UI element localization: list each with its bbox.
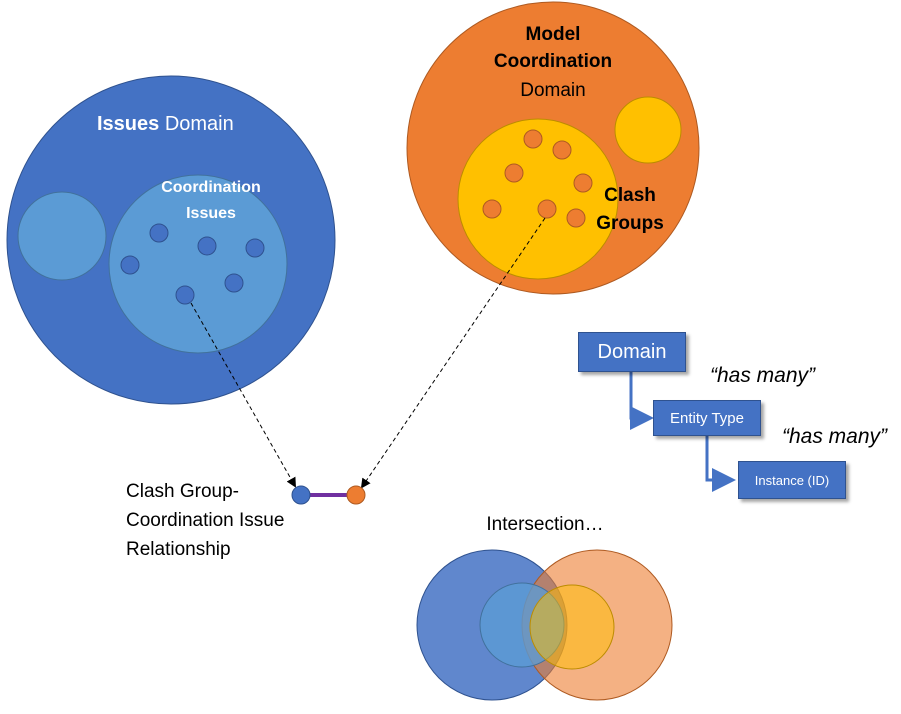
clash-group-instance-linked (537, 199, 557, 219)
coordination-issue-instance (245, 238, 265, 258)
hierarchy-instance-box: Instance (ID) (738, 461, 846, 499)
clash-to-relationship-connector (360, 217, 546, 489)
hierarchy-domain-label: Domain (597, 340, 667, 363)
entity-to-instance-arrow (705, 436, 736, 492)
coordination-issue-instance (224, 273, 244, 293)
relationship-issue-node (291, 485, 311, 505)
relationship-label-3: Relationship (126, 539, 231, 560)
has-many-label-1: “has many” (710, 364, 816, 387)
clash-group-instance (566, 208, 586, 228)
domain-to-entity-arrow (629, 372, 654, 430)
has-many-label-2: “has many” (782, 425, 888, 448)
model-domain-title-3: Domain (520, 80, 585, 101)
coordination-issues-label-1: Coordination (161, 179, 261, 196)
coordination-issues-circle (108, 174, 288, 354)
model-other-entity-circle (614, 96, 682, 164)
venn-clash-groups (529, 584, 615, 670)
clash-groups-label-1: Clash (604, 185, 656, 206)
clash-group-instance (482, 199, 502, 219)
hierarchy-entity-type-label: Entity Type (670, 409, 744, 427)
issues-other-entity-circle (17, 191, 107, 281)
hierarchy-entity-type-box: Entity Type (653, 400, 761, 436)
relationship-label-2: Coordination Issue (126, 510, 284, 531)
intersection-venn (416, 549, 673, 701)
issues-domain-title: Issues Domain (97, 113, 234, 135)
relationship-clash-node (346, 485, 366, 505)
coordination-issue-instances (120, 223, 265, 305)
issue-to-relationship-connector (190, 302, 296, 488)
coordination-issue-instance (120, 255, 140, 275)
coordination-issue-instance-linked (175, 285, 195, 305)
model-domain-title-1: Model (526, 24, 581, 45)
hierarchy-instance-label: Instance (ID) (754, 472, 830, 488)
clash-group-instance (573, 173, 593, 193)
coordination-issue-instance (197, 236, 217, 256)
coordination-issues-label-2: Issues (186, 205, 236, 222)
intersection-title: Intersection… (486, 514, 603, 535)
coordination-issue-instance (149, 223, 169, 243)
clash-groups-label-2: Groups (596, 213, 664, 234)
clash-group-instance (504, 163, 524, 183)
relationship-label-1: Clash Group- (126, 481, 239, 502)
clash-group-instance (552, 140, 572, 160)
clash-group-instance (523, 129, 543, 149)
clash-groups-circle (457, 118, 619, 280)
clash-group-instances (482, 129, 593, 228)
hierarchy-domain-box: Domain (578, 332, 686, 372)
model-domain-title-2: Coordination (494, 51, 612, 72)
